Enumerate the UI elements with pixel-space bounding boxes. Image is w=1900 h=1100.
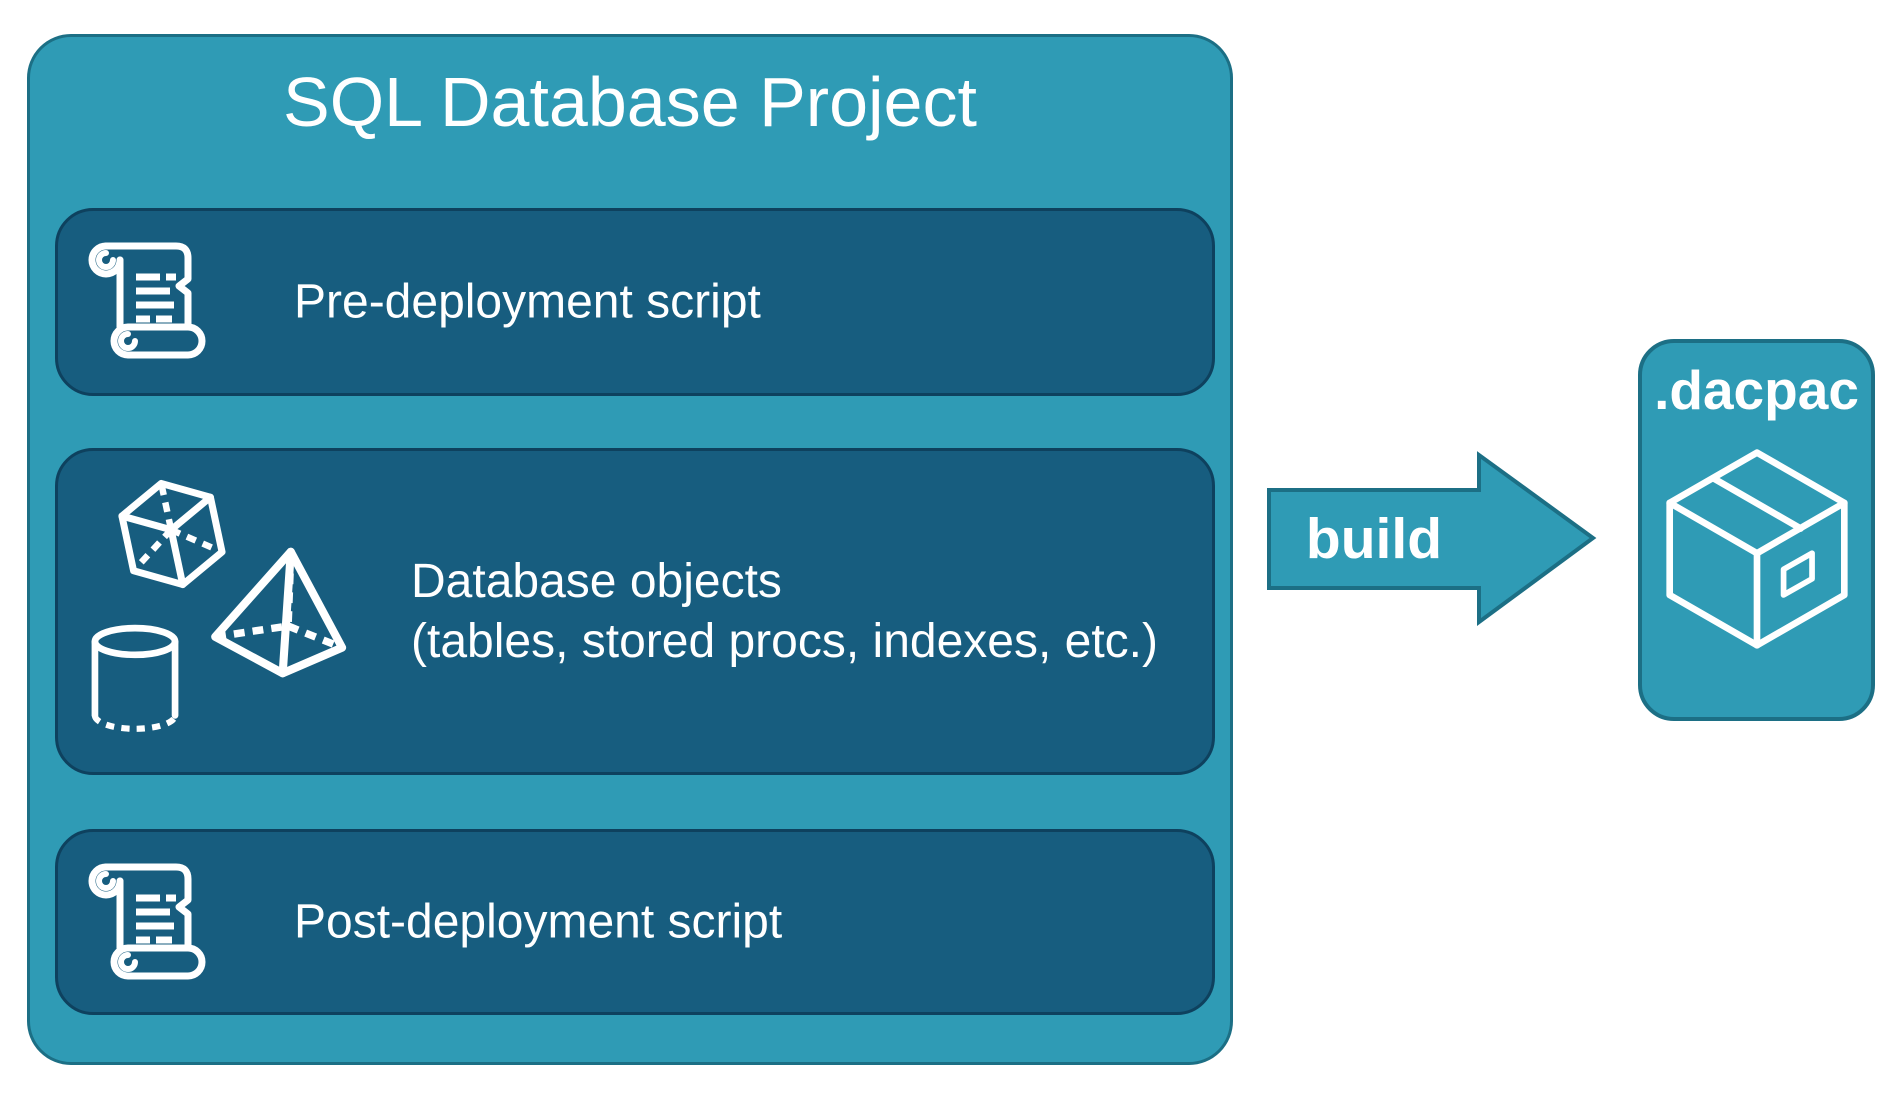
cube-icon <box>118 479 226 589</box>
post-deployment-row: Post-deployment script <box>55 829 1215 1015</box>
dacpac-label: .dacpac <box>1654 359 1859 421</box>
sql-database-project-container: SQL Database Project Pre-deployment scri… <box>27 34 1233 1065</box>
database-objects-row: Database objects (tables, stored procs, … <box>55 448 1215 775</box>
database-objects-line1: Database objects <box>411 554 782 608</box>
database-objects-label: Database objects (tables, stored procs, … <box>411 552 1158 672</box>
database-objects-line2: (tables, stored procs, indexes, etc.) <box>411 614 1158 668</box>
build-arrow <box>1267 451 1597 626</box>
cylinder-icon <box>91 624 179 732</box>
dacpac-box: .dacpac <box>1638 339 1875 721</box>
pyramid-icon <box>211 547 347 678</box>
package-icon <box>1665 449 1848 649</box>
scroll-icon <box>88 242 206 359</box>
pre-deployment-label: Pre-deployment script <box>294 275 761 329</box>
scroll-icon <box>88 863 206 980</box>
build-arrow-label: build <box>1305 507 1443 571</box>
pre-deployment-row: Pre-deployment script <box>55 208 1215 396</box>
post-deployment-label: Post-deployment script <box>294 895 783 949</box>
project-title: SQL Database Project <box>283 63 977 141</box>
